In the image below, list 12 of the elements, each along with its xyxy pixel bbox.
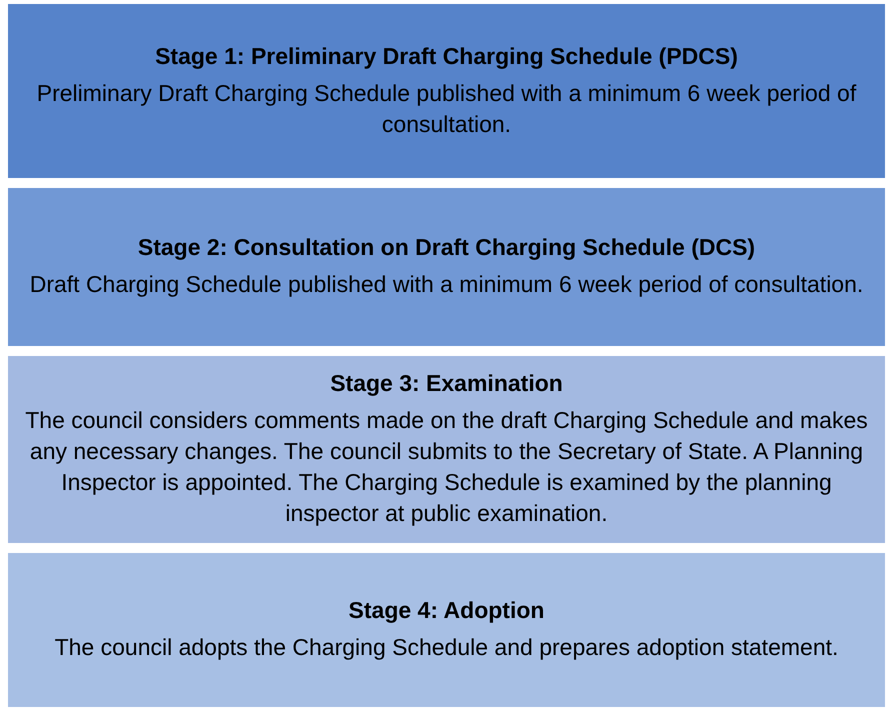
stage-box <box>8 4 885 178</box>
stage-box <box>8 553 885 707</box>
stage-heading: Stage 3: Examination <box>330 370 563 397</box>
stage-box <box>8 188 885 346</box>
stage-heading: Stage 1: Preliminary Draft Charging Schedule (PDCS) <box>155 42 738 70</box>
stage-description: Preliminary Draft Charging Schedule published with a minimum 6 week period of consultation. <box>36 78 858 138</box>
stage-heading: Stage 4: Adoption <box>348 597 544 624</box>
stage-box <box>8 356 885 543</box>
stage-description: Draft Charging Schedule published with a minimum 6 week period of consultation. <box>30 270 864 299</box>
stage-description: The council considers comments made on the draft Charging Schedule and makes any necessary changes. The council submits to the Secretary of State. A Planning Inspector is appointed. The Charging Schedule is examined by the planning inspector at public examination. <box>24 406 869 528</box>
stage-description: The council adopts the Charging Schedule and prepares adoption statement. <box>54 633 838 662</box>
stage-heading: Stage 2: Consultation on Draft Charging Schedule (DCS) <box>138 234 756 261</box>
